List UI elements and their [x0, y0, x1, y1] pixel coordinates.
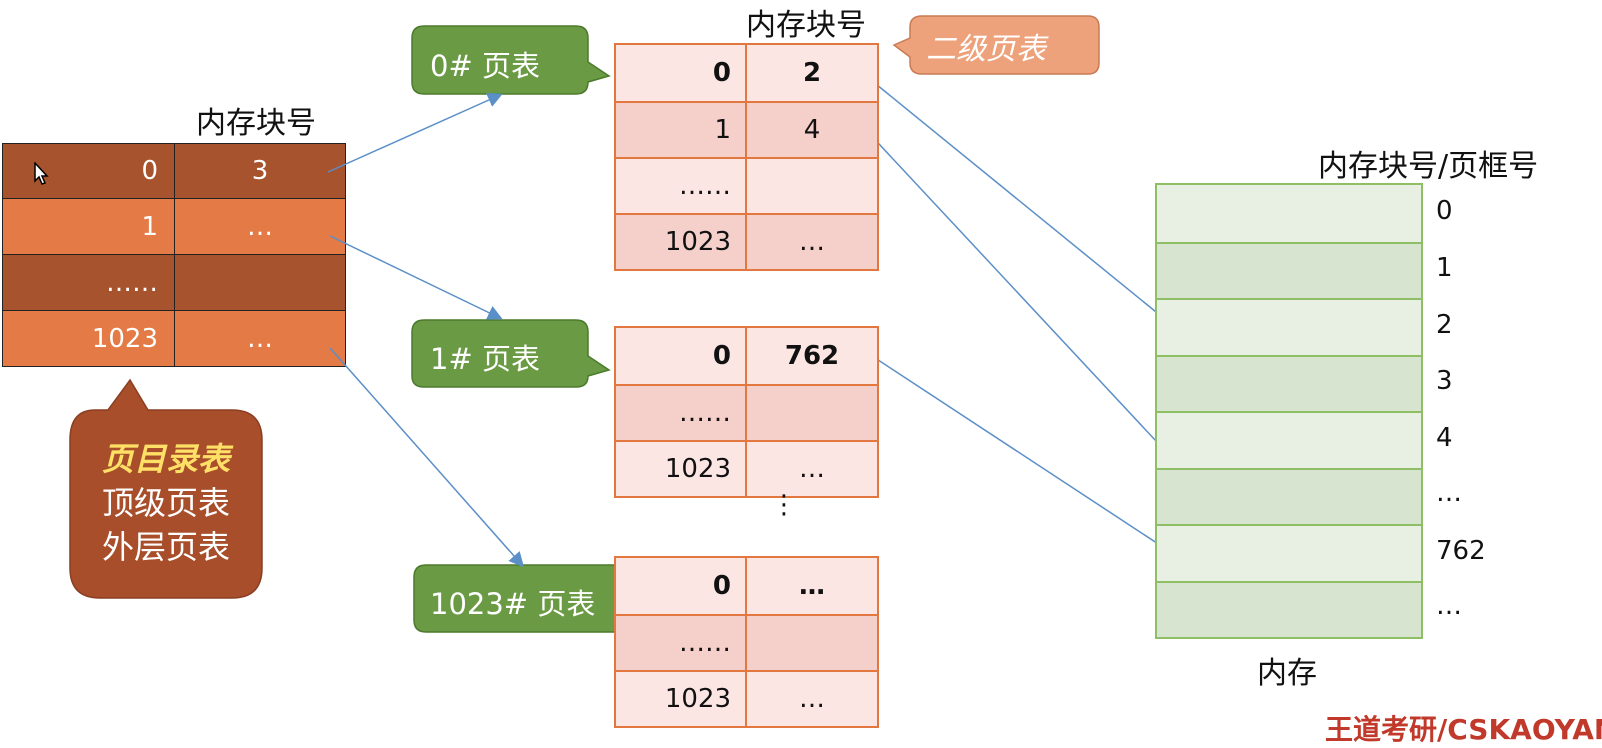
- pt-value-cell: …: [799, 571, 825, 601]
- dir-index-cell: ……: [3, 255, 175, 310]
- second-level-header: 内存块号: [746, 8, 866, 43]
- watermark: 王道考研/CSKAOYAN: [1325, 713, 1602, 746]
- top-table-header: 内存块号: [196, 106, 316, 141]
- pt-value-cell: …: [799, 227, 825, 257]
- dir-value-cell: …: [247, 211, 273, 242]
- second-level-tag: 二级页表: [926, 32, 1046, 67]
- pt-value-cell: [747, 386, 877, 440]
- table-row: ……: [616, 157, 877, 213]
- arrow-dir1-to-table1: [329, 235, 503, 320]
- pt-value-cell: …: [799, 684, 825, 714]
- table-row: 1 …: [2, 199, 346, 255]
- table-row: 1023 …: [616, 213, 877, 269]
- table-row: 1 4: [616, 101, 877, 157]
- page-table-0: 0 2 1 4 …… 1023 …: [614, 43, 879, 271]
- dir-index-cell: 1: [3, 199, 175, 254]
- directory-callout-title: 页目录表: [101, 440, 230, 478]
- frame-number: 0: [1436, 196, 1453, 226]
- directory-callout-shape: [69, 378, 263, 599]
- table1023-label-text: 1023# 页表: [430, 587, 596, 621]
- memory-frame: [1157, 467, 1421, 524]
- arrow-t0r0-to-frame2: [865, 75, 1175, 327]
- pt-index-cell: 0: [616, 558, 747, 614]
- pt-index-cell: 1023: [616, 215, 747, 269]
- pt-index-cell: ……: [616, 159, 747, 213]
- table-row: ……: [616, 614, 877, 670]
- table-row: ……: [2, 255, 346, 311]
- tables-ellipsis: ⋮: [771, 490, 797, 520]
- frame-number: 3: [1436, 366, 1453, 396]
- memory-frame: [1157, 354, 1421, 411]
- table-row: 0 2: [616, 45, 877, 101]
- memory-caption: 内存: [1257, 656, 1317, 691]
- pt-index-cell: ……: [616, 386, 747, 440]
- arrow-t0r1-to-frame4: [865, 129, 1173, 459]
- pt-value-cell: 4: [803, 115, 821, 145]
- arrow-t1r0-to-frame762: [865, 351, 1175, 555]
- memory-header: 内存块号/页框号: [1318, 149, 1539, 184]
- frame-number: 762: [1436, 536, 1486, 566]
- pt-value-cell: …: [799, 454, 825, 484]
- page-table-1: 0 762 …… 1023 …: [614, 326, 879, 498]
- pt-value-cell: [747, 616, 877, 670]
- pt-index-cell: 1: [616, 103, 747, 157]
- pt-index-cell: 1023: [616, 672, 747, 726]
- table-row: 0 …: [616, 558, 877, 614]
- page-directory-table: 0 3 1 … …… 1023 …: [2, 143, 346, 367]
- memory-frame: [1157, 524, 1421, 581]
- arrow-dir0-to-table0: [327, 93, 503, 173]
- arrow-dir1023-to-table1023: [329, 347, 524, 568]
- memory-frame: [1157, 411, 1421, 468]
- directory-callout: 页目录表 顶级页表 外层页表: [70, 437, 262, 569]
- second-level-tag-shape: [892, 15, 1100, 75]
- dir-index-cell: 1023: [3, 311, 175, 366]
- frame-number: …: [1436, 591, 1462, 621]
- table-row: 0 3: [2, 143, 346, 199]
- frame-number: …: [1436, 478, 1462, 508]
- table-row: 1023 …: [616, 670, 877, 726]
- pt-index-cell: 1023: [616, 442, 747, 496]
- dir-value-cell: 3: [251, 156, 269, 186]
- pt-index-cell: 0: [616, 328, 747, 384]
- table0-label-shape: [411, 25, 611, 95]
- frame-number: 1: [1436, 253, 1453, 283]
- pointer-arrows: [327, 75, 1175, 568]
- frame-number: 2: [1436, 310, 1453, 340]
- memory-frame: [1157, 241, 1421, 298]
- memory-frame: [1157, 580, 1421, 637]
- page-table-1023: 0 … …… 1023 …: [614, 556, 879, 728]
- directory-callout-line3: 外层页表: [101, 528, 230, 566]
- directory-callout-line2: 顶级页表: [101, 484, 230, 522]
- dir-index-cell: 0: [3, 144, 175, 198]
- pt-value-cell: [747, 159, 877, 213]
- memory-frames: [1155, 183, 1423, 639]
- table-row: 0 762: [616, 328, 877, 384]
- table1-label-shape: [411, 319, 611, 388]
- pt-value-cell: 762: [784, 341, 840, 371]
- pt-index-cell: ……: [616, 616, 747, 670]
- table-row: 1023 …: [2, 311, 346, 367]
- memory-frame: [1157, 298, 1421, 355]
- table-row: 1023 …: [616, 440, 877, 496]
- memory-frame: [1157, 185, 1421, 242]
- pt-value-cell: 2: [802, 58, 822, 88]
- pt-index-cell: 0: [616, 45, 747, 101]
- table0-label: 0# 页表: [430, 49, 540, 83]
- dir-value-cell: …: [247, 323, 273, 354]
- frame-number: 4: [1436, 423, 1453, 453]
- mouse-cursor-icon: [34, 162, 49, 185]
- table1-label: 1# 页表: [430, 342, 540, 376]
- table-row: ……: [616, 384, 877, 440]
